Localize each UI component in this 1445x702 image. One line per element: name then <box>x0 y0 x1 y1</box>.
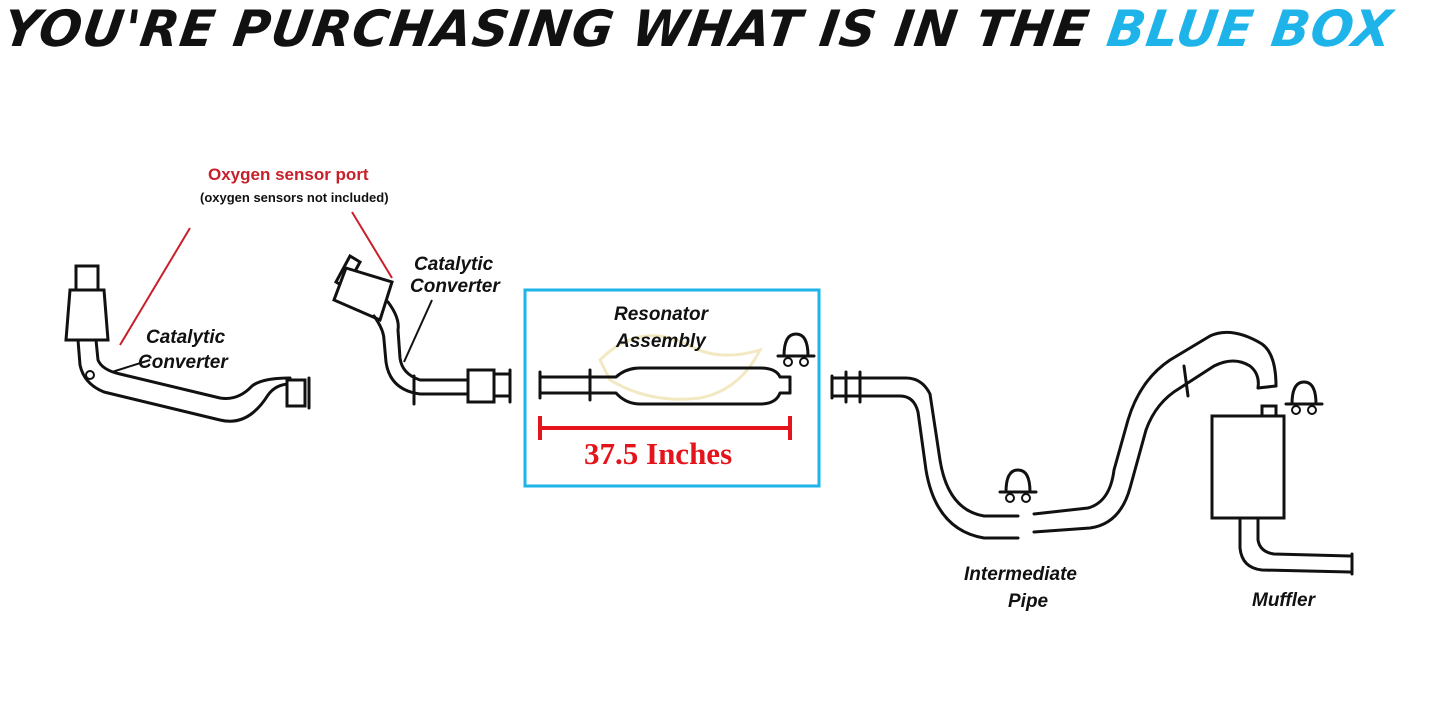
pipe-clamp-3 <box>1284 380 1324 415</box>
cat-converter-2-label: Catalytic Converter <box>410 254 501 297</box>
oxygen-pointer-line-1 <box>119 227 191 346</box>
oxygen-pointer-line-2 <box>351 211 393 279</box>
pipe-clamp-2 <box>998 468 1038 503</box>
muffler-label: Muffler <box>1252 590 1317 611</box>
oxygen-sensor-note: (oxygen sensors not included) <box>200 190 389 205</box>
pipe-clamp-1 <box>776 332 816 367</box>
muffler <box>1210 404 1354 576</box>
intermediate-pipe <box>830 330 1278 540</box>
intermediate-pipe-label: Intermediate Pipe <box>964 564 1082 612</box>
resonator-assembly <box>538 334 792 406</box>
watermark-logo <box>598 334 763 401</box>
resonator-label: Resonator Assembly <box>614 304 713 352</box>
measurement-bar <box>538 416 792 440</box>
measurement-label: 37.5 Inches <box>584 436 732 471</box>
catalytic-converter-1 <box>64 264 311 423</box>
catalytic-converter-2 <box>332 253 512 406</box>
blue-highlight-box <box>523 288 821 488</box>
oxygen-sensor-port-label: Oxygen sensor port <box>208 165 369 184</box>
cat-converter-1-label: Catalytic Converter <box>138 327 230 373</box>
